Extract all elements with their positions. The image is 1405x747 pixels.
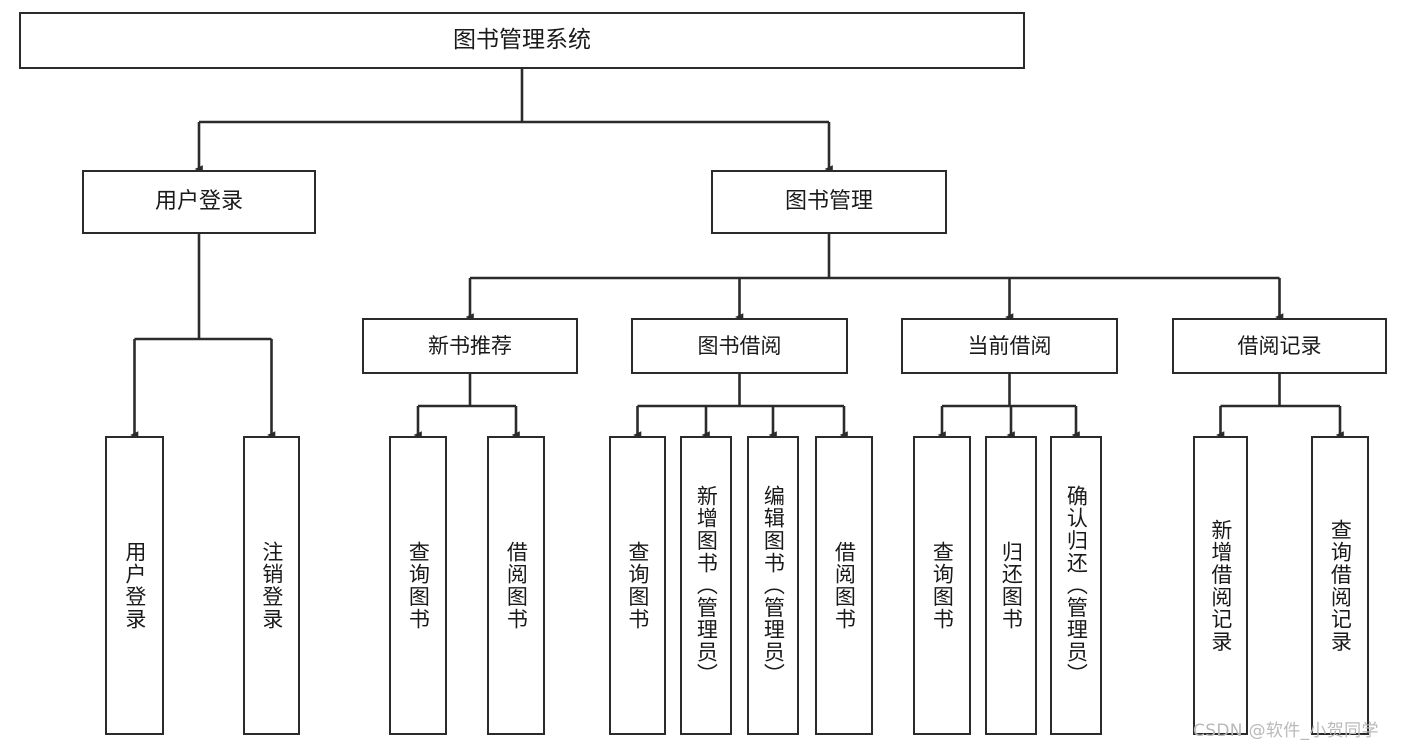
node-current-borrow[interactable]: 当前借阅: [901, 318, 1118, 374]
node-label: 图书管理: [784, 189, 873, 215]
node-leaf-query-book-3[interactable]: 查询图书: [913, 436, 971, 735]
node-leaf-query-borrow-record[interactable]: 查询借阅记录: [1311, 436, 1369, 735]
node-label: 图书借阅: [697, 333, 782, 358]
csdn-watermark: CSDN @软件_小贺同学: [1193, 721, 1379, 741]
node-leaf-borrow-book-2[interactable]: 借阅图书: [815, 436, 873, 735]
node-user-login[interactable]: 用户登录: [82, 170, 316, 234]
node-book-management[interactable]: 图书管理: [711, 170, 947, 234]
node-leaf-borrow-book-1[interactable]: 借阅图书: [487, 436, 545, 735]
node-label: 查询图书: [930, 540, 955, 631]
node-label: 用户登录: [122, 540, 147, 631]
node-label: 借阅图书: [832, 540, 857, 631]
node-leaf-query-book-2[interactable]: 查询图书: [609, 436, 666, 735]
node-root[interactable]: 图书管理系统: [19, 12, 1025, 69]
node-label: 新书推荐: [428, 333, 512, 358]
node-leaf-add-borrow-record[interactable]: 新增借阅记录: [1193, 436, 1248, 735]
node-leaf-user-login[interactable]: 用户登录: [105, 436, 164, 735]
node-new-book-recommend[interactable]: 新书推荐: [362, 318, 578, 374]
node-borrow-record[interactable]: 借阅记录: [1172, 318, 1387, 374]
node-label: 编辑图书（管理员）: [761, 485, 786, 686]
node-leaf-add-book-admin[interactable]: 新增图书（管理员）: [680, 436, 732, 735]
node-label: 用户登录: [154, 189, 243, 215]
node-book-borrow[interactable]: 图书借阅: [631, 318, 848, 374]
node-leaf-logout[interactable]: 注销登录: [243, 436, 300, 735]
node-label: 新增借阅记录: [1208, 518, 1233, 653]
node-leaf-query-book-1[interactable]: 查询图书: [389, 436, 447, 735]
node-label: 确认归还（管理员）: [1064, 485, 1089, 686]
node-label: 注销登录: [259, 540, 284, 631]
node-label: 查询图书: [625, 540, 650, 631]
node-label: 借阅记录: [1237, 333, 1322, 358]
node-label: 查询借阅记录: [1328, 518, 1353, 653]
node-leaf-edit-book-admin[interactable]: 编辑图书（管理员）: [747, 436, 799, 735]
node-label: 借阅图书: [504, 540, 529, 631]
node-leaf-confirm-return-admin[interactable]: 确认归还（管理员）: [1050, 436, 1102, 735]
node-leaf-return-book[interactable]: 归还图书: [985, 436, 1037, 735]
node-label: 新增图书（管理员）: [694, 485, 719, 686]
node-label: 图书管理系统: [453, 26, 591, 53]
node-label: 当前借阅: [967, 333, 1052, 358]
node-label: 查询图书: [406, 540, 431, 631]
node-label: 归还图书: [999, 540, 1024, 631]
